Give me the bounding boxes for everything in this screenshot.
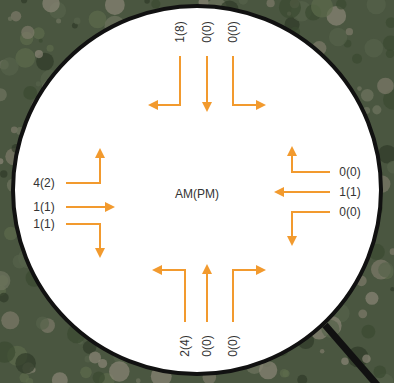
aerial-patch <box>19 373 29 383</box>
aerial-patch <box>361 325 375 339</box>
volume-count: 4(2) <box>33 177 54 189</box>
aerial-patch <box>39 39 43 43</box>
aerial-patch <box>56 19 61 24</box>
aerial-patch <box>0 293 9 303</box>
movement-arrow <box>206 266 208 322</box>
aerial-patch <box>109 361 129 381</box>
aerial-patch <box>364 39 383 58</box>
aerial-patch <box>336 0 346 9</box>
aerial-patch <box>367 0 386 14</box>
volume-count: 1(1) <box>33 201 54 213</box>
aerial-patch <box>372 105 381 114</box>
aerial-patch <box>23 86 37 100</box>
aerial-patch <box>378 262 393 277</box>
aerial-patch <box>89 351 101 363</box>
aerial-patch <box>15 353 36 374</box>
aerial-patch <box>8 16 12 20</box>
aerial-patch <box>387 161 394 174</box>
aerial-patch <box>151 0 160 9</box>
aerial-patch <box>52 372 68 383</box>
volume-count: 1(1) <box>339 186 360 198</box>
aerial-patch <box>383 36 394 51</box>
aerial-patch <box>21 26 34 39</box>
aerial-patch <box>365 292 378 305</box>
movement-arrow <box>276 191 330 193</box>
volume-count: 2(4) <box>179 335 191 356</box>
aerial-patch <box>0 170 7 177</box>
aerial-patch <box>358 309 367 318</box>
aerial-patch <box>105 0 125 15</box>
aerial-patch <box>89 10 107 28</box>
aerial-patch <box>0 88 7 101</box>
volume-count: 0(0) <box>339 166 360 178</box>
aerial-patch <box>320 349 325 354</box>
aerial-patch <box>11 11 21 21</box>
aerial-patch <box>352 54 362 64</box>
volume-count: 0(0) <box>227 335 239 356</box>
movement-arrow <box>150 56 180 105</box>
aerial-patch <box>136 378 141 383</box>
aerial-patch <box>346 28 353 35</box>
aerial-patch <box>80 367 92 379</box>
volume-count: 1(1) <box>33 218 54 230</box>
movement-arrow <box>66 150 100 183</box>
aerial-patch <box>279 0 301 18</box>
magnifier-handle <box>325 325 378 383</box>
aerial-patch <box>36 316 49 329</box>
aerial-patch <box>74 18 81 25</box>
aerial-patch <box>0 271 10 290</box>
movement-arrow <box>292 212 330 244</box>
aerial-patch <box>42 0 59 12</box>
movement-arrow <box>154 270 185 322</box>
aerial-patch <box>390 287 394 291</box>
aerial-patch <box>373 365 386 378</box>
aerial-patch <box>1 311 19 329</box>
aerial-patch <box>357 86 362 91</box>
aerial-patch <box>341 357 348 364</box>
aerial-patch <box>361 89 374 102</box>
aerial-patch <box>239 0 248 5</box>
aerial-patch <box>93 371 105 383</box>
movement-arrow <box>233 270 264 322</box>
volume-count: 0(0) <box>339 206 360 218</box>
movement-arrow <box>233 56 264 105</box>
period-legend-text: AM(PM) <box>175 188 219 200</box>
movement-arrow <box>66 206 113 208</box>
aerial-patch <box>282 370 289 377</box>
movement-arrow <box>292 148 330 172</box>
movement-arrow <box>66 224 100 256</box>
aerial-patch <box>267 0 275 7</box>
aerial-patch <box>311 0 333 17</box>
aerial-patch <box>0 158 3 164</box>
movement-arrow <box>206 56 208 110</box>
aerial-patch <box>0 342 15 363</box>
volume-count: 0(0) <box>201 21 213 42</box>
aerial-patch <box>47 45 54 52</box>
aerial-patch <box>21 0 27 3</box>
volume-count: 0(0) <box>227 21 239 42</box>
aerial-patch <box>0 57 18 75</box>
aerial-patch <box>386 17 394 28</box>
aerial-patch <box>297 375 307 383</box>
volume-count: 0(0) <box>201 335 213 356</box>
aerial-patch <box>33 27 45 39</box>
volume-count: 1(8) <box>174 21 186 42</box>
aerial-patch <box>36 81 41 86</box>
aerial-patch <box>35 50 43 58</box>
aerial-patch <box>362 354 371 363</box>
aerial-patch <box>144 0 149 4</box>
magnifier-circle <box>13 6 381 374</box>
aerial-patch <box>390 248 394 255</box>
aerial-patch <box>329 28 347 46</box>
aerial-patch <box>377 78 394 95</box>
